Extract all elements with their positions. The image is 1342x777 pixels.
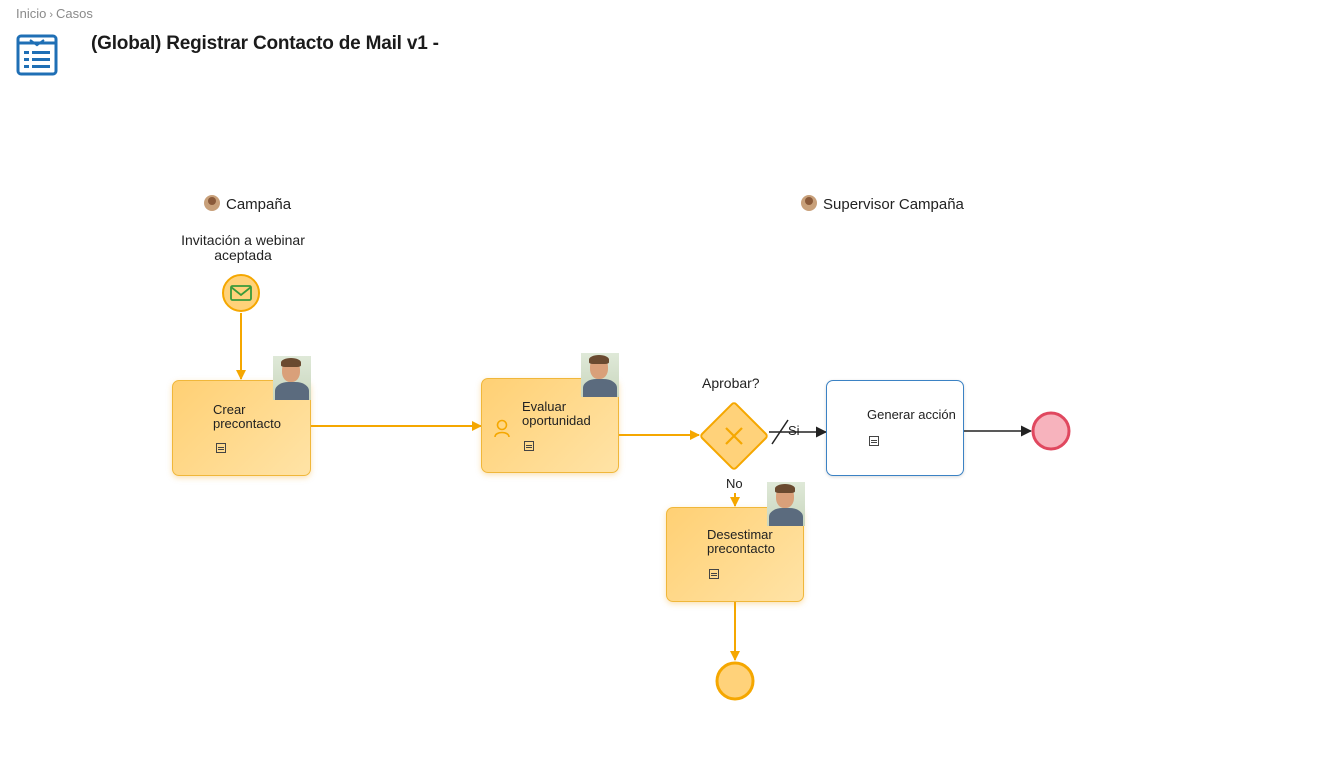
form-icon — [524, 441, 534, 451]
form-icon — [709, 569, 719, 579]
breadcrumb-separator: › — [49, 9, 54, 21]
flow-no-label: No — [726, 476, 743, 491]
task-label: Evaluar oportunidad — [522, 399, 591, 428]
assignee-photo — [767, 482, 805, 526]
task-label: Crear precontacto — [213, 402, 281, 431]
gateway-label: Aprobar? — [702, 375, 760, 391]
task-label: Desestimar precontacto — [707, 527, 775, 556]
form-icon — [869, 436, 879, 446]
end-event-desestimar[interactable] — [715, 661, 755, 701]
breadcrumb: Inicio›Casos — [16, 6, 93, 21]
start-event-label: Invitación a webinar aceptada — [181, 232, 305, 263]
gateway-aprobar[interactable] — [700, 402, 768, 470]
process-list-icon — [16, 34, 58, 76]
form-icon — [216, 443, 226, 453]
exclusive-x-icon — [725, 427, 743, 445]
page-title: (Global) Registrar Contacto de Mail v1 - — [91, 33, 439, 54]
avatar — [801, 195, 817, 211]
lane-campana: Campaña — [204, 195, 291, 213]
assignee-photo — [581, 353, 619, 397]
start-event-message[interactable] — [222, 274, 260, 312]
default-flow-slash — [771, 419, 789, 445]
end-event-generar[interactable] — [1031, 411, 1071, 451]
task-label: Generar acción — [867, 407, 956, 422]
avatar — [204, 195, 220, 211]
lane-supervisor-campana: Supervisor Campaña — [801, 195, 964, 213]
user-task-icon — [494, 419, 510, 438]
breadcrumb-home[interactable]: Inicio — [16, 6, 47, 21]
assignee-photo — [273, 356, 311, 400]
breadcrumb-current[interactable]: Casos — [56, 6, 93, 21]
envelope-icon — [230, 285, 252, 301]
task-generar-accion[interactable]: Generar acción — [826, 380, 964, 476]
flow-yes-label: Si — [788, 423, 800, 438]
